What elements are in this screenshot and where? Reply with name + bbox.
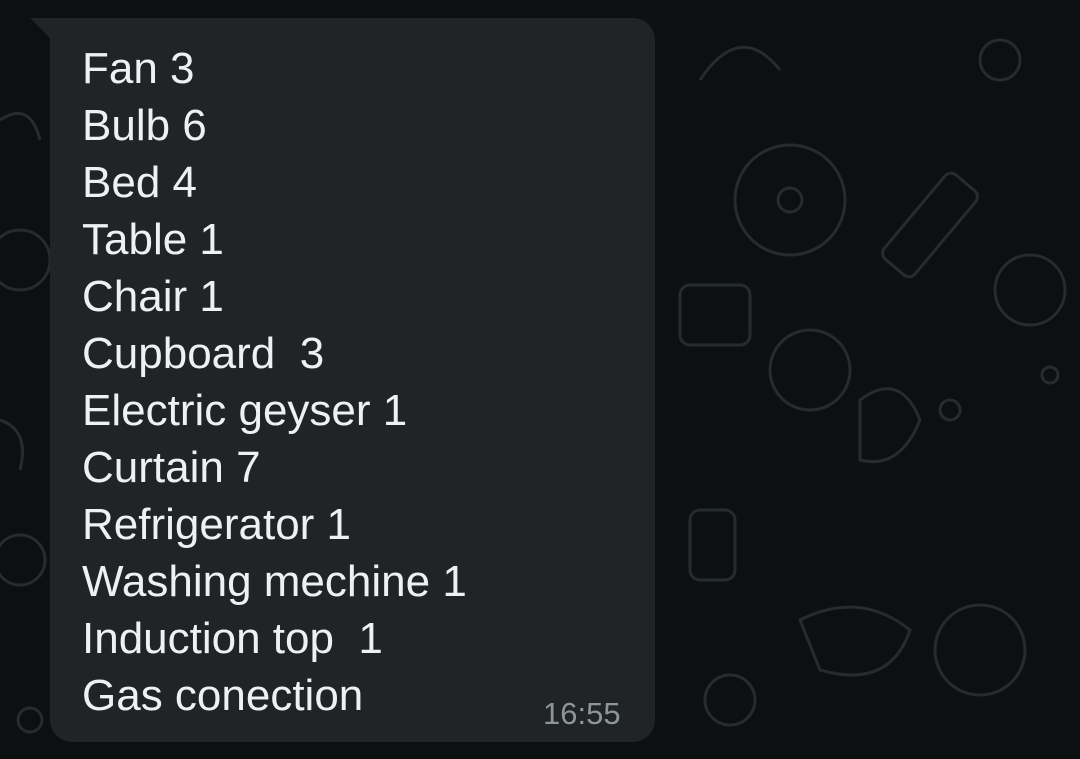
- message-line: Cupboard 3: [82, 329, 325, 378]
- message-bubble[interactable]: [50, 18, 655, 742]
- message-line: Electric geyser 1: [82, 386, 408, 435]
- message-line: Washing mechine 1: [82, 557, 467, 606]
- message-line: Induction top 1: [82, 614, 383, 663]
- message-line: Fan 3: [82, 44, 195, 93]
- message-line: Bed 4: [82, 158, 197, 207]
- bubble-tail: [30, 18, 52, 40]
- message-line: Chair 1: [82, 272, 224, 321]
- message-line: Curtain 7: [82, 443, 261, 492]
- message-line: Table 1: [82, 215, 224, 264]
- message-text: Fan 3 Bulb 6 Bed 4 Table 1 Chair 1 Cupbo…: [82, 40, 467, 724]
- message-line: Refrigerator 1: [82, 500, 352, 549]
- message-line: Bulb 6: [82, 101, 207, 150]
- message-timestamp: 16:55: [543, 696, 621, 731]
- message-line: Gas conection: [82, 671, 364, 720]
